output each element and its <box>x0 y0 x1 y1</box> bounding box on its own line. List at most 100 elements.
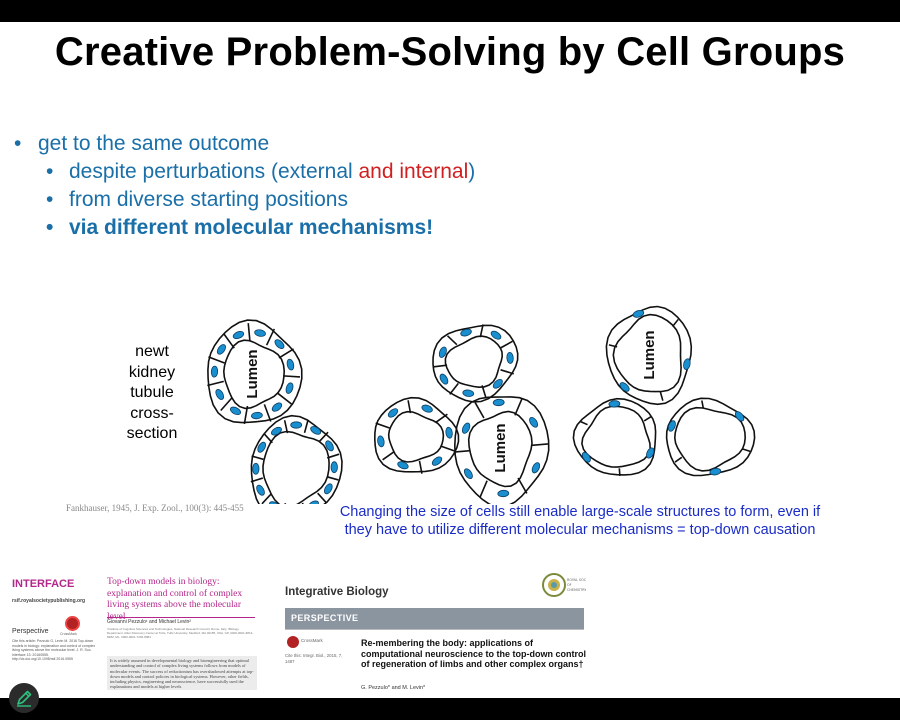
tubule-outer <box>665 397 756 477</box>
tubule-outer <box>373 396 460 473</box>
cell-wall <box>220 396 233 412</box>
paper-thumbnail-interface: INTERFACE rsif.royalsocietypublishing.or… <box>10 575 260 691</box>
cell-nucleus <box>460 328 472 337</box>
lumen-boundary <box>444 335 504 389</box>
cell-nucleus <box>667 420 676 432</box>
cell-wall <box>301 502 304 504</box>
cell-nucleus <box>377 435 385 448</box>
cell-nucleus <box>274 339 285 349</box>
pen-tool-button[interactable] <box>9 683 39 713</box>
bottom-letterbox <box>0 698 900 720</box>
cell-nucleus <box>506 352 514 364</box>
rsc-logo-icon: ROYAL SOCIETY OF CHEMISTRY <box>542 573 586 597</box>
cell-nucleus <box>683 358 691 370</box>
cell-nucleus <box>531 462 541 474</box>
cell-wall <box>318 431 329 443</box>
cell-wall <box>432 364 448 368</box>
cell-wall <box>243 405 249 425</box>
cell-nucleus <box>325 440 334 452</box>
cell-nucleus <box>431 456 443 466</box>
cell-nucleus <box>285 382 294 394</box>
cell-nucleus <box>497 489 510 498</box>
cell-nucleus <box>461 422 471 434</box>
bullet-text: via different molecular mechanisms! <box>69 216 434 239</box>
cell-nucleus <box>632 309 645 318</box>
cell-wall <box>453 449 471 453</box>
bullet-item: • from diverse starting positions <box>14 186 714 214</box>
bullet-text-suffix: ) <box>468 160 476 183</box>
cell-nucleus <box>252 462 260 475</box>
cell-nucleus <box>445 426 453 439</box>
cell-wall <box>278 348 295 359</box>
paper-authors: G. Pezzulo* and M. Levin* <box>361 685 426 691</box>
paper-title: Top-down models in biology: explanation … <box>107 577 243 622</box>
cell-nucleus <box>646 447 655 459</box>
title-rule <box>107 617 255 618</box>
cell-nucleus <box>271 426 282 436</box>
crossmark-icon <box>65 616 80 631</box>
cell-wall <box>440 445 455 452</box>
cell-wall <box>382 451 395 461</box>
cell-nucleus <box>232 331 245 340</box>
cell-wall <box>481 385 487 398</box>
cell-wall <box>608 344 618 348</box>
cell-wall <box>618 468 621 476</box>
cell-wall <box>671 318 679 328</box>
bullet-list: • get to the same outcome • despite pert… <box>14 130 714 242</box>
cell-wall <box>499 340 513 350</box>
cell-nucleus <box>608 400 621 408</box>
pen-icon <box>17 690 32 707</box>
cell-wall <box>449 382 459 395</box>
cell-nucleus <box>397 461 409 470</box>
cell-nucleus <box>492 398 505 407</box>
band-rule <box>285 629 584 630</box>
tubule-outer <box>605 305 693 406</box>
cell-wall <box>517 477 528 494</box>
paper-abstract: It is widely assumed in developmental bi… <box>107 656 257 690</box>
svg-text:OF: OF <box>567 583 572 587</box>
figure-citation: Fankhauser, 1945, J. Exp. Zool., 100(3):… <box>66 503 244 513</box>
cell-wall <box>265 328 276 346</box>
cell-wall <box>474 402 485 419</box>
cell-wall <box>701 400 705 409</box>
cell-nucleus <box>290 421 303 429</box>
bullet-dot: • <box>46 160 54 183</box>
cell-wall <box>446 335 458 346</box>
cite-this: Cite this: Integr. Biol., 2015, 7, 1487 <box>285 653 343 664</box>
paper-title: Re-membering the body: applications of c… <box>361 638 587 669</box>
cell-nucleus <box>463 468 473 480</box>
tubule-outer <box>572 397 657 476</box>
cell-wall <box>418 460 423 474</box>
lumen-boundary <box>262 430 330 504</box>
cell-nucleus <box>308 500 319 504</box>
band-label: PERSPECTIVE <box>291 613 359 623</box>
cell-wall <box>261 493 272 504</box>
cell-nucleus <box>251 411 263 420</box>
paper-affiliations: ¹Institute of Cognitive Sciences and Tec… <box>107 628 254 639</box>
cell-nucleus <box>271 402 283 412</box>
cell-wall <box>435 413 448 423</box>
cell-nucleus <box>216 344 226 355</box>
lumen-label: Lumen <box>244 349 261 398</box>
bullet-text: from diverse starting positions <box>69 188 348 211</box>
cell-wall <box>659 391 664 401</box>
paper-thumbnail-integrative-biology: Integrative Biology ROYAL SOCIETY OF CHE… <box>283 573 588 696</box>
cell-nucleus <box>310 426 322 435</box>
bullet-dot: • <box>46 216 54 239</box>
cell-nucleus <box>581 451 591 463</box>
bullet-item: • despite perturbations (external and in… <box>14 158 714 186</box>
cell-wall <box>479 480 488 498</box>
svg-text:ROYAL SOCIETY: ROYAL SOCIETY <box>567 578 586 582</box>
cell-nucleus <box>421 404 433 413</box>
cell-wall <box>317 492 327 503</box>
cell-nucleus <box>210 365 219 378</box>
cell-wall <box>283 420 289 434</box>
cell-wall <box>674 456 683 463</box>
journal-brand: INTERFACE <box>12 578 75 590</box>
cell-nucleus <box>492 379 503 389</box>
cell-nucleus <box>257 441 267 453</box>
bullet-highlight: and internal <box>358 160 469 183</box>
cell-nucleus <box>734 411 745 422</box>
